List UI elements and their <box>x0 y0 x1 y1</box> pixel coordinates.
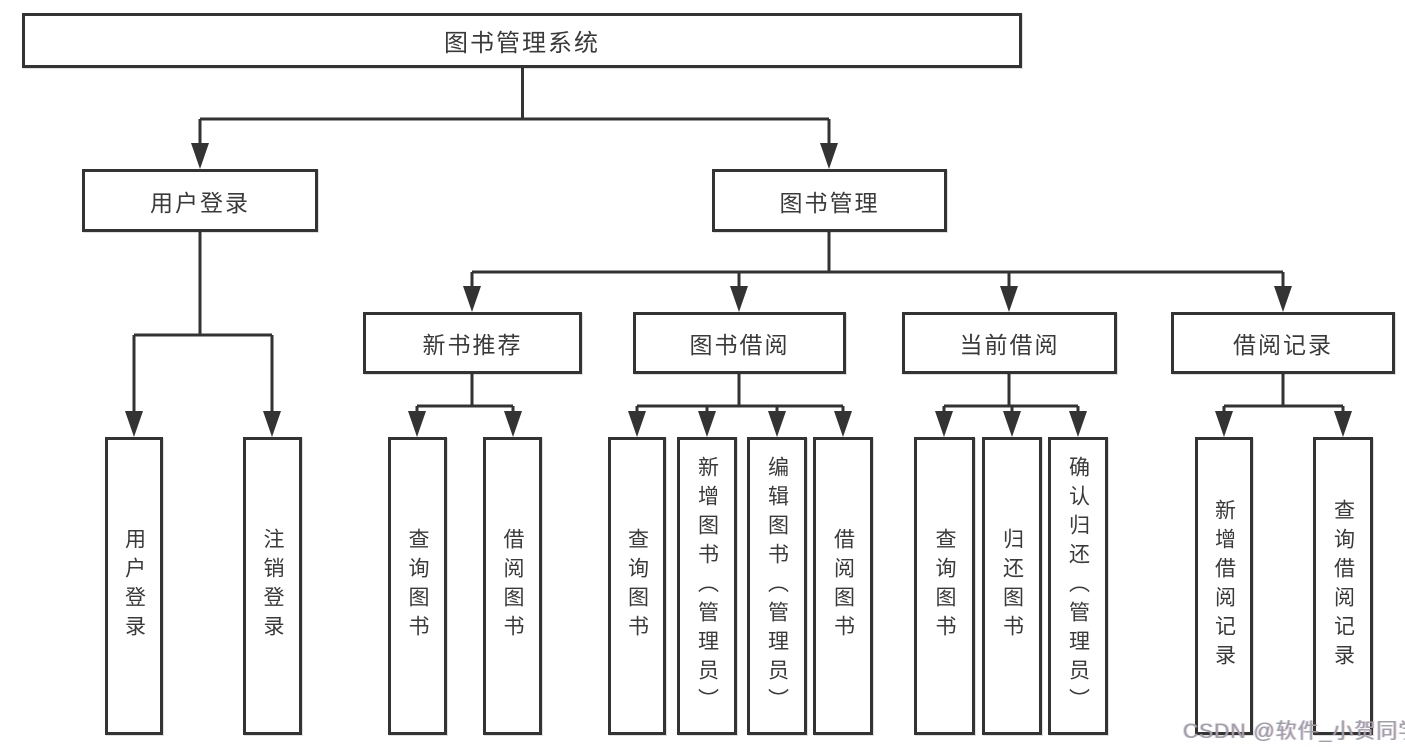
node-library-management-system: 图书管理系统 <box>22 13 1022 68</box>
leaf-borrow-books-borrowing: 借阅图书 <box>813 437 873 735</box>
node-new-book-recommend-label: 新书推荐 <box>422 332 523 358</box>
csdn-watermark: CSDN @软件_小贺同学 <box>1183 720 1405 743</box>
leaf-borrow-books-recommend: 借阅图书 <box>483 437 542 735</box>
node-book-borrowing: 图书借阅 <box>633 312 846 374</box>
leaf-query-books-current-label: 查询图书 <box>933 528 956 644</box>
leaf-add-borrow-record: 新增借阅记录 <box>1195 437 1253 735</box>
leaf-query-books-recommend-label: 查询图书 <box>406 528 429 644</box>
node-current-borrowing: 当前借阅 <box>902 312 1117 374</box>
leaf-edit-books-admin-label: 编辑图书（管理员） <box>765 455 789 717</box>
node-borrowing-records-label: 借阅记录 <box>1233 332 1333 358</box>
leaf-confirm-return-admin-label: 确认归还（管理员） <box>1066 455 1090 717</box>
tree-edges <box>132 68 1345 414</box>
node-borrowing-records: 借阅记录 <box>1171 312 1395 374</box>
node-book-management-label: 图书管理 <box>779 189 880 216</box>
leaf-borrow-books-recommend-label: 借阅图书 <box>501 528 524 644</box>
leaf-add-books-admin-label: 新增图书（管理员） <box>695 455 719 717</box>
leaf-logout-label: 注销登录 <box>261 528 284 644</box>
leaf-query-books-recommend: 查询图书 <box>388 437 447 735</box>
leaf-add-borrow-record-label: 新增借阅记录 <box>1212 499 1236 673</box>
leaf-query-borrow-record-label: 查询借阅记录 <box>1331 499 1355 673</box>
node-book-borrowing-label: 图书借阅 <box>689 332 790 358</box>
leaf-borrow-books-borrowing-label: 借阅图书 <box>831 528 855 644</box>
leaf-query-books-borrowing: 查询图书 <box>608 437 666 735</box>
node-current-borrowing-label: 当前借阅 <box>959 332 1060 358</box>
leaf-query-borrow-record: 查询借阅记录 <box>1313 437 1373 735</box>
leaf-return-books-label: 归还图书 <box>1000 528 1024 644</box>
leaf-query-books-borrowing-label: 查询图书 <box>625 528 649 644</box>
leaf-query-books-current: 查询图书 <box>914 437 975 735</box>
leaf-confirm-return-admin: 确认归还（管理员） <box>1048 437 1108 735</box>
node-user-login-label: 用户登录 <box>150 189 250 216</box>
node-new-book-recommend: 新书推荐 <box>363 312 582 374</box>
leaf-add-books-admin: 新增图书（管理员） <box>677 437 737 735</box>
leaf-user-login-label: 用户登录 <box>122 528 146 644</box>
leaf-edit-books-admin: 编辑图书（管理员） <box>747 437 807 735</box>
leaf-user-login: 用户登录 <box>105 437 163 735</box>
leaf-logout: 注销登录 <box>243 437 302 735</box>
node-library-management-system-label: 图书管理系统 <box>444 30 600 57</box>
arrowheads <box>125 143 1352 437</box>
node-book-management: 图书管理 <box>712 169 947 232</box>
leaf-return-books: 归还图书 <box>982 437 1042 735</box>
node-user-login: 用户登录 <box>82 169 318 232</box>
